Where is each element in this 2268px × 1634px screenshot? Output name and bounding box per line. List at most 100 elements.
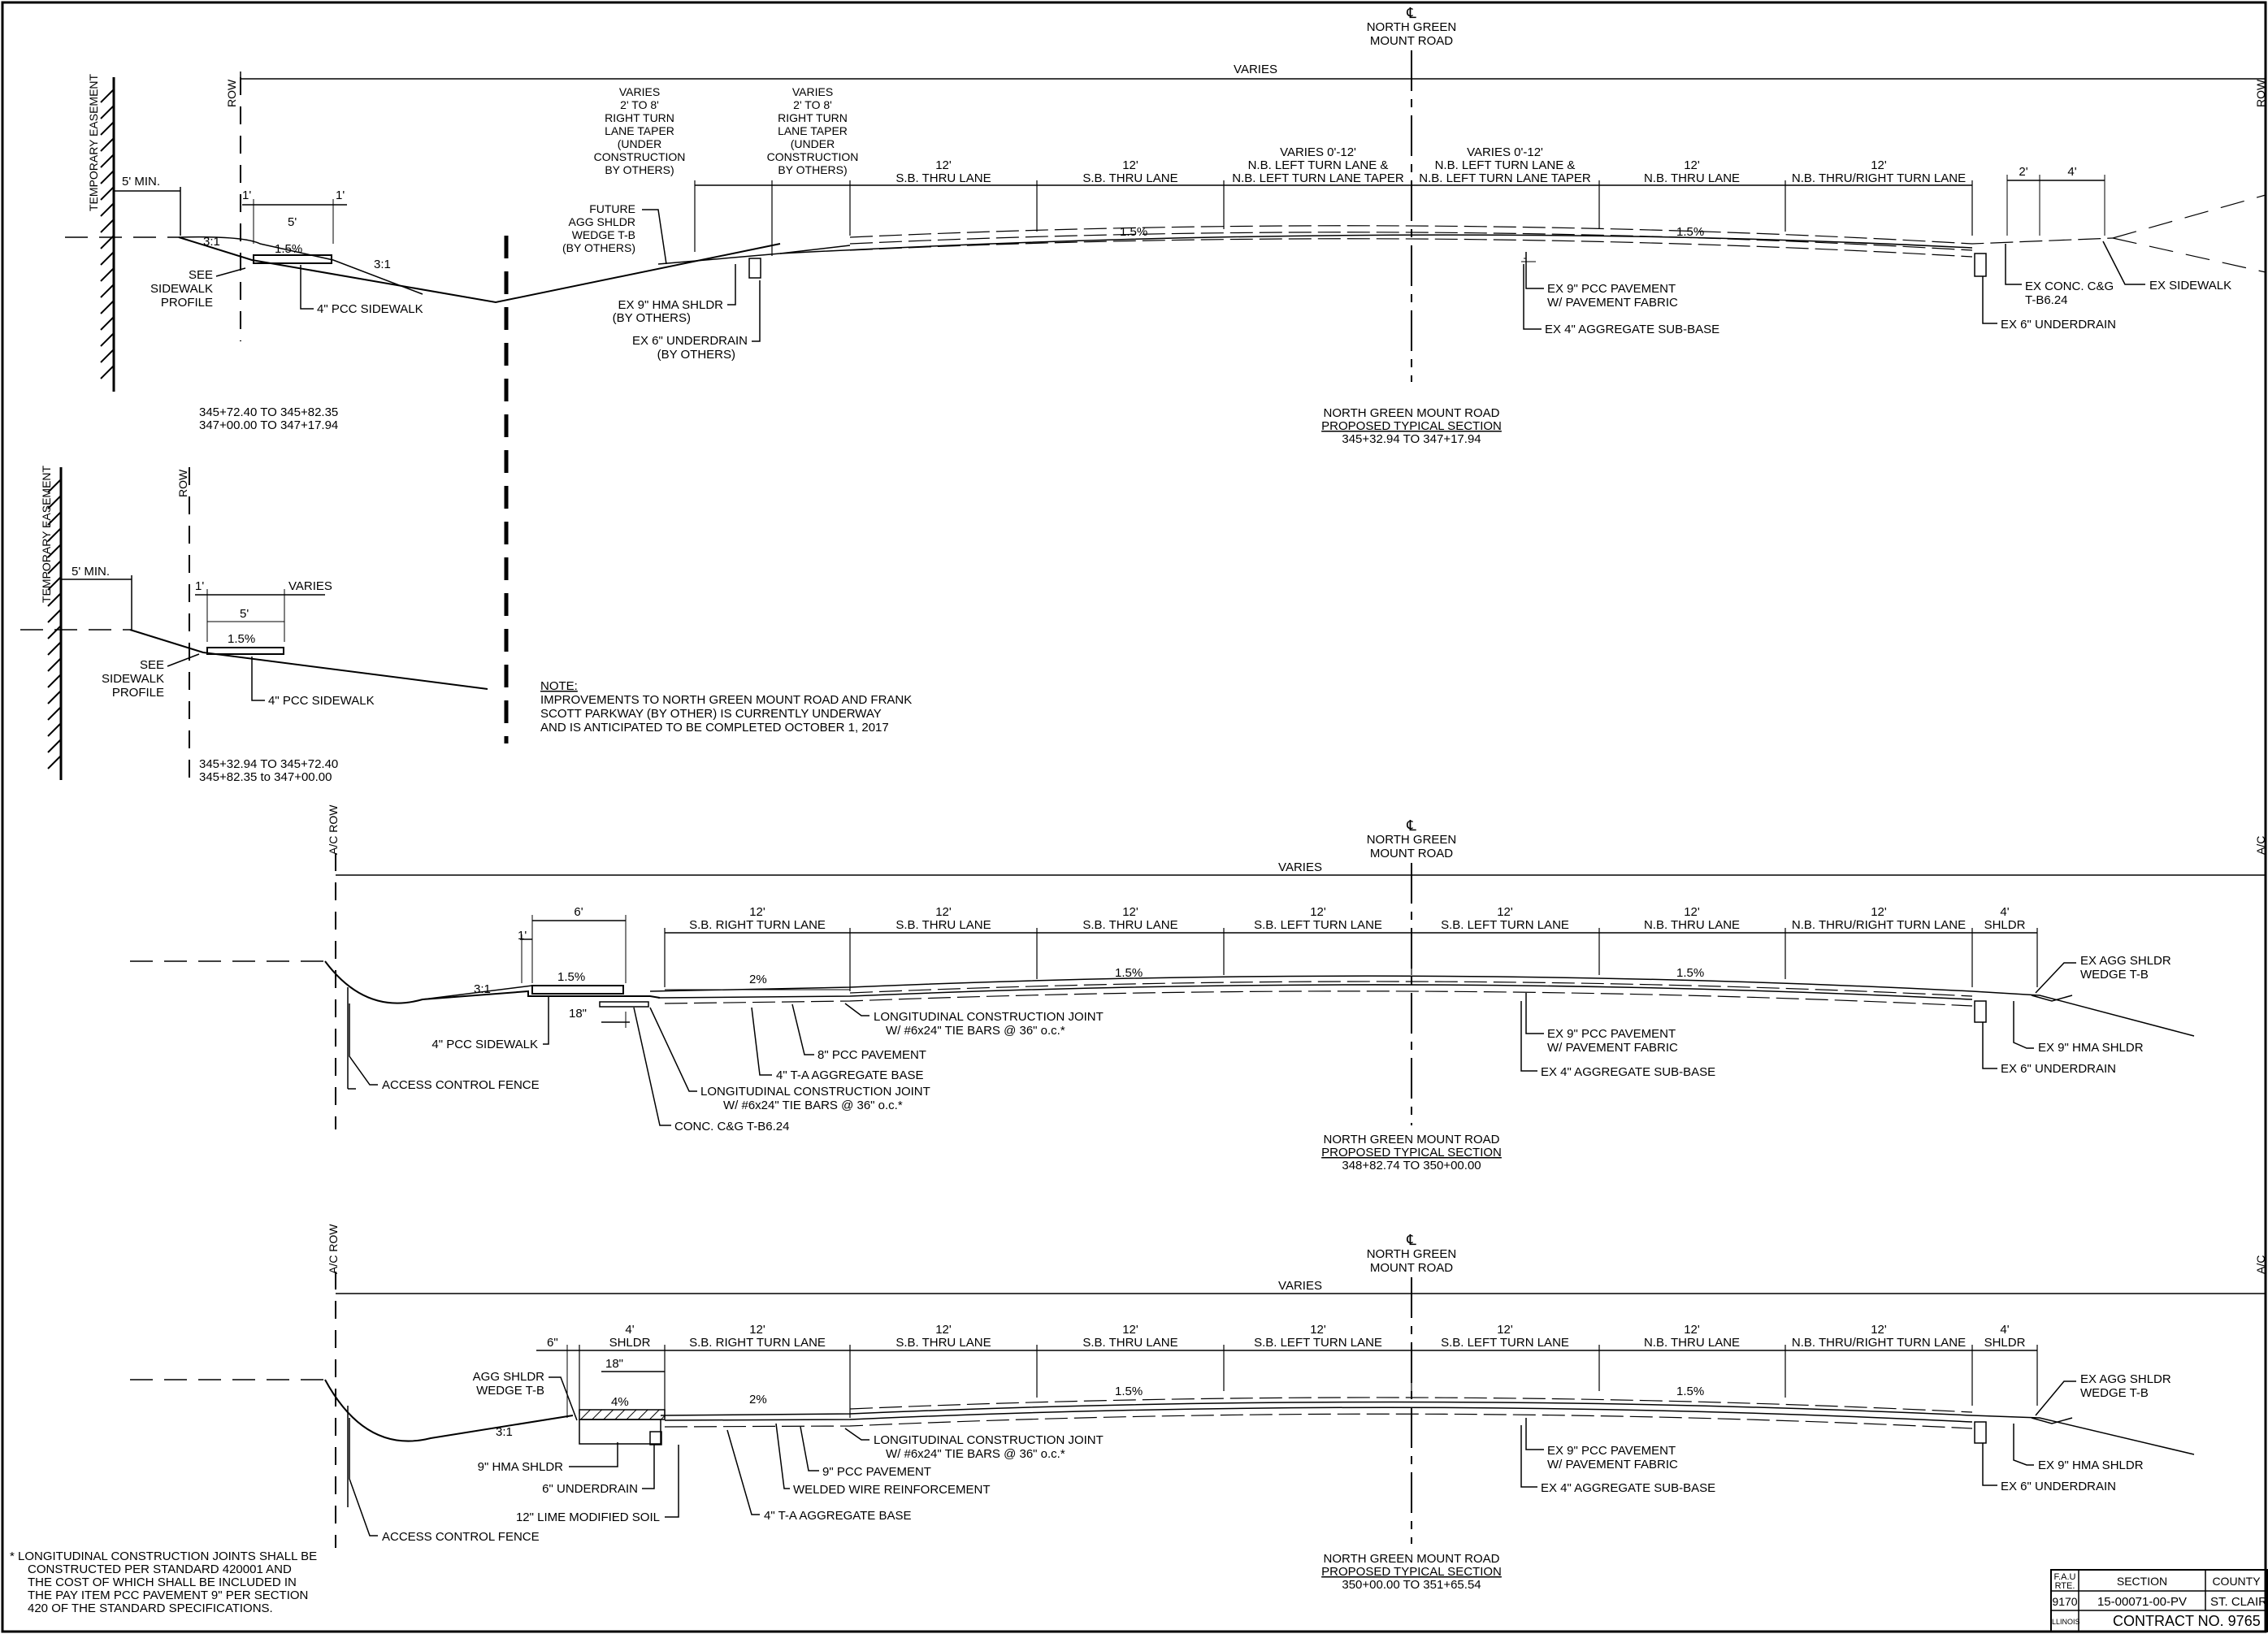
s3-lane3-name: S.B. THRU LANE bbox=[895, 1336, 991, 1350]
s2-conc-cg: CONC. C&G T-B6.24 bbox=[674, 1120, 789, 1133]
inset-station-1: 345+32.94 TO 345+72.40 bbox=[199, 757, 338, 771]
tb-contract: CONTRACT NO. 9765 bbox=[2113, 1613, 2261, 1629]
section-1: ℄ NORTH GREEN MOUNT ROAD VARIES ROW ROW … bbox=[65, 5, 2267, 743]
s1-dim-4ft: 4' bbox=[2067, 165, 2076, 179]
s2-fence: ACCESS CONTROL FENCE bbox=[382, 1078, 540, 1092]
s3-lane9-name: SHLDR bbox=[1984, 1336, 2026, 1350]
s1-hma-shldr-2: (BY OTHERS) bbox=[613, 311, 691, 325]
inset-see-sidewalk-2: SIDEWALK bbox=[102, 672, 164, 686]
s1-lane2-l3: RIGHT TURN bbox=[778, 111, 848, 124]
s1-underdrain-2: (BY OTHERS) bbox=[657, 348, 735, 362]
inset-pcc-sidewalk: 4" PCC SIDEWALK bbox=[268, 694, 375, 708]
s1-lane2-l6: CONSTRUCTION bbox=[767, 150, 859, 163]
s2-title-1: NORTH GREEN MOUNT ROAD bbox=[1324, 1133, 1500, 1146]
s1-lane5-l2: N.B. LEFT TURN LANE & bbox=[1248, 158, 1389, 172]
inset-see-sidewalk-3: PROFILE bbox=[112, 686, 164, 700]
five-min-label-1: 5' MIN. bbox=[122, 175, 160, 189]
s3-ex-agg-shldr-1: EX AGG SHLDR bbox=[2080, 1372, 2171, 1386]
inset-station-2: 345+82.35 to 347+00.00 bbox=[199, 770, 332, 784]
s2-slope-15-b: 1.5% bbox=[1676, 966, 1704, 980]
inset-dim-1ft: 1' bbox=[195, 579, 204, 593]
s1-lane1-l4: LANE TAPER bbox=[605, 124, 674, 137]
s1-lane1-l2: 2' TO 8' bbox=[620, 98, 659, 111]
sw1-pcc-sidewalk: 4" PCC SIDEWALK bbox=[317, 302, 423, 316]
s2-lane4-name: S.B. LEFT TURN LANE bbox=[1254, 918, 1382, 932]
s2-lane2-dim: 12' bbox=[935, 905, 952, 919]
s1-hma-shldr-1: EX 9" HMA SHLDR bbox=[618, 298, 723, 312]
s3-lime-soil: 12" LIME MODIFIED SOIL bbox=[516, 1510, 660, 1524]
s3-long-joint-2: W/ #6x24" TIE BARS @ 36" o.c.* bbox=[886, 1447, 1065, 1461]
sw1-see-sidewalk-3: PROFILE bbox=[161, 296, 213, 310]
s2-title-3: 348+82.74 TO 350+00.00 bbox=[1342, 1159, 1481, 1172]
s1-future-shldr-4: (BY OTHERS) bbox=[562, 241, 635, 254]
s1-lane7-name: N.B. THRU LANE bbox=[1644, 171, 1740, 185]
sw1-station-2: 347+00.00 TO 347+17.94 bbox=[199, 418, 338, 432]
row-label-right: ROW bbox=[2254, 79, 2267, 107]
s1-lane1-l7: BY OTHERS) bbox=[605, 163, 674, 176]
s3-ac-row-left: A/C ROW bbox=[327, 1224, 340, 1274]
sidewalk-inset: TEMPORARY EASEMENT ROW 5' MIN. 1' VARIES… bbox=[20, 465, 912, 784]
inset-dim-5ft: 5' bbox=[240, 607, 249, 621]
s1-lane6-l2: N.B. LEFT TURN LANE & bbox=[1435, 158, 1576, 172]
s3-varies: VARIES bbox=[1278, 1279, 1322, 1293]
s3-lane4-name: S.B. THRU LANE bbox=[1082, 1336, 1177, 1350]
s3-long-joint-1: LONGITUDINAL CONSTRUCTION JOINT bbox=[874, 1433, 1104, 1447]
s1-lane8-name: N.B. THRU/RIGHT TURN LANE bbox=[1792, 171, 1966, 185]
s3-title-2: PROPOSED TYPICAL SECTION bbox=[1321, 1565, 1502, 1579]
s3-lane7-dim: 12' bbox=[1684, 1323, 1700, 1337]
s3-lane2-name: S.B. RIGHT TURN LANE bbox=[689, 1336, 826, 1350]
s1-lane8-dim: 12' bbox=[1871, 158, 1887, 172]
s2-lane2-name: S.B. THRU LANE bbox=[895, 918, 991, 932]
s2-ac-row-left: A/C ROW bbox=[327, 804, 340, 855]
s1-ex-pcc-2: W/ PAVEMENT FABRIC bbox=[1547, 296, 1678, 310]
s3-slope-15-b: 1.5% bbox=[1676, 1385, 1704, 1398]
s1-future-shldr-2: AGG SHLDR bbox=[569, 215, 635, 228]
s2-ex-agg-shldr-1: EX AGG SHLDR bbox=[2080, 954, 2171, 968]
s1-slope-15-b: 1.5% bbox=[1676, 225, 1704, 239]
s1-lane2-l5: (UNDER bbox=[791, 137, 835, 150]
s3-lane1-dim: 4' bbox=[625, 1323, 634, 1337]
s2-slope-31: 3:1 bbox=[474, 982, 491, 996]
sw1-dim-5ft: 5' bbox=[288, 215, 297, 229]
s1-lane4-dim: 12' bbox=[1122, 158, 1138, 172]
s2-lane7-name: N.B. THRU/RIGHT TURN LANE bbox=[1792, 918, 1966, 932]
inset-see-sidewalk-1: SEE bbox=[140, 658, 164, 672]
s3-ex-hma-shldr: EX 9" HMA SHLDR bbox=[2038, 1458, 2144, 1472]
s2-sw-slope: 1.5% bbox=[557, 970, 585, 984]
sw1-dim-1ft-b: 1' bbox=[336, 189, 345, 202]
s1-lane1-l1: VARIES bbox=[619, 85, 660, 98]
s2-pcc-sidewalk: 4" PCC SIDEWALK bbox=[431, 1038, 538, 1051]
s3-lane8-name: N.B. THRU/RIGHT TURN LANE bbox=[1792, 1336, 1966, 1350]
s3-lane6-dim: 12' bbox=[1497, 1323, 1513, 1337]
s3-ac-row-right: A/C bbox=[2254, 1255, 2267, 1274]
s1-dim-2ft: 2' bbox=[2019, 165, 2027, 179]
s2-ex-pcc-2: W/ PAVEMENT FABRIC bbox=[1547, 1041, 1678, 1055]
sw1-slope-15: 1.5% bbox=[275, 242, 302, 256]
s1-ex-underdrain: EX 6" UNDERDRAIN bbox=[2001, 318, 2116, 332]
s2-varies: VARIES bbox=[1278, 860, 1322, 874]
title-block: F.A.U RTE. SECTION COUNTY 9170 15-00071-… bbox=[2049, 1569, 2268, 1632]
note-line-3: AND IS ANTICIPATED TO BE COMPLETED OCTOB… bbox=[540, 721, 889, 735]
footnote-line-2: CONSTRUCTED PER STANDARD 420001 AND bbox=[28, 1562, 292, 1576]
s2-long-joint-a-2: W/ #6x24" TIE BARS @ 36" o.c.* bbox=[886, 1024, 1065, 1038]
s2-lane6-dim: 12' bbox=[1684, 905, 1700, 919]
s2-ex-underdrain: EX 6" UNDERDRAIN bbox=[2001, 1062, 2116, 1076]
s2-lane8-dim: 4' bbox=[2000, 905, 2009, 919]
sw1-slope-31-left: 3:1 bbox=[203, 235, 220, 249]
s3-slope-4: 4% bbox=[611, 1395, 629, 1409]
tb-fau-rte-1: F.A.U bbox=[2054, 1572, 2076, 1582]
s2-lane6-name: N.B. THRU LANE bbox=[1644, 918, 1740, 932]
s2-ex-subbase: EX 4" AGGREGATE SUB-BASE bbox=[1541, 1065, 1715, 1079]
s2-dim-1ft: 1' bbox=[518, 929, 527, 943]
s3-lane8-dim: 12' bbox=[1871, 1323, 1887, 1337]
s3-underdrain: 6" UNDERDRAIN bbox=[542, 1482, 638, 1496]
footnote-line-3: THE COST OF WHICH SHALL BE INCLUDED IN bbox=[28, 1575, 297, 1589]
s1-lane2-l7: BY OTHERS) bbox=[778, 163, 847, 176]
s3-agg-base: 4" T-A AGGREGATE BASE bbox=[764, 1509, 912, 1523]
footnote: * LONGITUDINAL CONSTRUCTION JOINTS SHALL… bbox=[10, 1549, 317, 1615]
s3-dim-6in: 6" bbox=[547, 1336, 558, 1350]
s1-lane6-l1: VARIES 0'-12' bbox=[1467, 145, 1543, 159]
s1-lane2-l1: VARIES bbox=[792, 85, 833, 98]
